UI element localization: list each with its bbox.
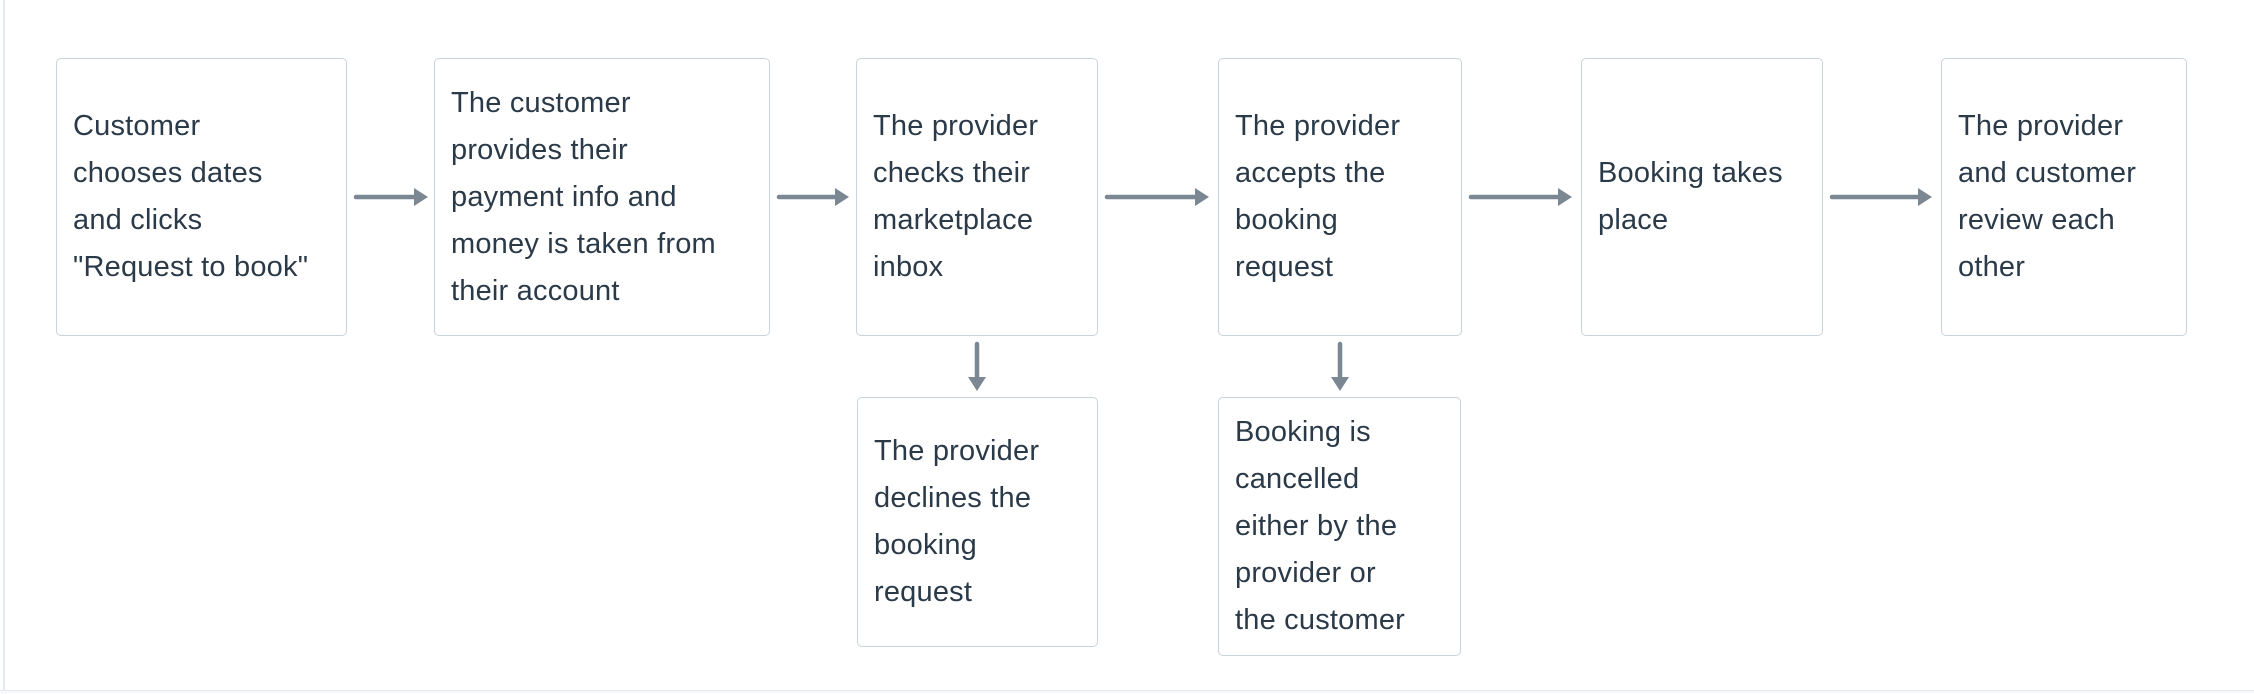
flow-step-label: Booking takes place xyxy=(1598,157,1783,236)
arrow-right-icon xyxy=(1104,188,1209,206)
flow-step-review: The provider and customer review each ot… xyxy=(1941,58,2187,336)
flow-step-label: The provider accepts the booking request xyxy=(1235,110,1401,283)
flow-step-request-to-book: Customer chooses dates and clicks "Reque… xyxy=(56,58,347,336)
flow-branch-provider-declines: The provider declines the booking reques… xyxy=(857,397,1098,647)
arrow-down-icon xyxy=(1331,341,1349,391)
flow-step-label: The provider checks their marketplace in… xyxy=(873,110,1039,283)
flow-step-provider-checks-inbox: The provider checks their marketplace in… xyxy=(856,58,1098,336)
flow-branch-label: The provider declines the booking reques… xyxy=(874,435,1040,608)
arrow-down-icon xyxy=(968,341,986,391)
arrow-right-icon xyxy=(353,188,428,206)
flow-step-label: Customer chooses dates and clicks "Reque… xyxy=(73,110,309,283)
flow-branch-label: Booking is cancelled either by the provi… xyxy=(1235,416,1406,636)
flow-step-payment: The customer provides their payment info… xyxy=(434,58,770,336)
flow-step-label: The provider and customer review each ot… xyxy=(1958,110,2137,283)
flow-step-provider-accepts: The provider accepts the booking request xyxy=(1218,58,1462,336)
arrow-right-icon xyxy=(776,188,849,206)
page-bottom-divider xyxy=(0,690,2254,694)
flow-step-label: The customer provides their payment info… xyxy=(451,86,716,307)
arrow-right-icon xyxy=(1829,188,1932,206)
flow-branch-booking-cancelled: Booking is cancelled either by the provi… xyxy=(1218,397,1461,656)
flow-step-booking-takes-place: Booking takes place xyxy=(1581,58,1823,336)
page-left-edge-line xyxy=(3,0,5,691)
arrow-right-icon xyxy=(1468,188,1572,206)
